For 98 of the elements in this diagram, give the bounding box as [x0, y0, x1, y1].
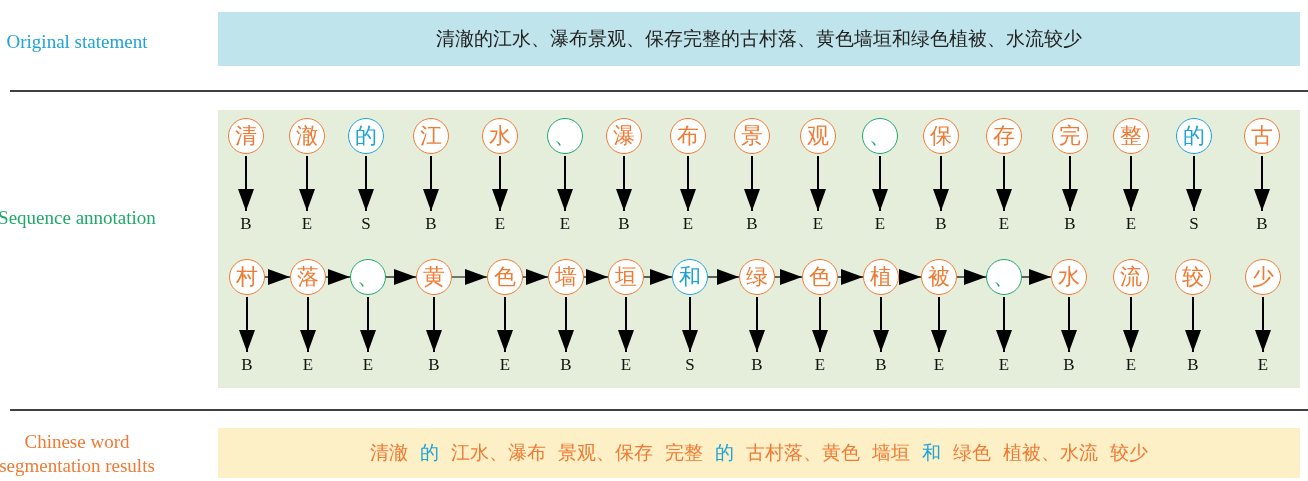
arrow	[744, 155, 760, 212]
segmented-word: 古村落、黄色	[746, 441, 860, 465]
arrow	[996, 155, 1012, 212]
tag-label: E	[808, 213, 828, 233]
arrow	[1185, 296, 1201, 353]
arrow	[996, 296, 1012, 353]
arrow	[497, 296, 513, 353]
arrow	[1255, 296, 1271, 353]
arrow	[898, 269, 922, 285]
tag-label: B	[1252, 213, 1272, 233]
arrow	[325, 269, 351, 285]
tag-label: E	[298, 354, 318, 374]
tag-label: E	[994, 354, 1014, 374]
segmented-word: 清澈	[370, 441, 408, 465]
arrow	[643, 269, 673, 285]
arrow	[358, 155, 374, 212]
arrow	[707, 269, 740, 285]
arrow	[264, 269, 291, 285]
segmented-word: 景观、保存	[558, 441, 653, 465]
segmented-word: 植被、水流	[1003, 441, 1098, 465]
arrow	[522, 269, 549, 285]
arrow	[385, 269, 417, 285]
segmented-word: 和	[922, 441, 941, 465]
tag-label: B	[1059, 354, 1079, 374]
tag-label: B	[237, 354, 257, 374]
tag-label: B	[421, 213, 441, 233]
arrow	[492, 155, 508, 212]
arrow	[451, 269, 488, 285]
segmented-word: 绿色	[953, 441, 991, 465]
tag-label: E	[678, 213, 698, 233]
arrow	[238, 155, 254, 212]
arrow	[931, 296, 947, 353]
arrow	[774, 269, 803, 285]
tag-label: E	[297, 213, 317, 233]
tag-label: E	[870, 213, 890, 233]
arrow	[872, 155, 888, 212]
arrow	[1021, 269, 1052, 285]
arrow	[956, 269, 987, 285]
arrow	[933, 155, 949, 212]
tag-label: B	[747, 354, 767, 374]
segmented-word: 江水、瀑布	[451, 441, 546, 465]
tag-label: E	[810, 354, 830, 374]
arrow	[558, 296, 574, 353]
arrow	[423, 155, 439, 212]
arrow	[1061, 296, 1077, 353]
sentence-box: 清澈的江水、瀑布景观、保存完整的古村落、黄色墙垣和绿色植被、水流较少	[218, 12, 1300, 66]
tag-label: S	[680, 354, 700, 374]
arrow	[837, 269, 864, 285]
tag-label: B	[871, 354, 891, 374]
arrow	[812, 296, 828, 353]
arrow	[300, 296, 316, 353]
arrow	[1123, 155, 1139, 212]
tag-label: E	[490, 213, 510, 233]
tag-label: S	[1184, 213, 1204, 233]
tag-label: B	[1183, 354, 1203, 374]
arrow	[682, 296, 698, 353]
arrow	[1254, 155, 1270, 212]
row-heading: Original statement	[5, 30, 149, 54]
tag-label: B	[614, 213, 634, 233]
tag-label: B	[236, 213, 256, 233]
row-heading: Sequence annotation	[0, 206, 157, 230]
tag-label: E	[1121, 213, 1141, 233]
arrow	[1123, 296, 1139, 353]
tag-label: S	[356, 213, 376, 233]
segmented-word: 完整	[665, 441, 703, 465]
arrow	[1186, 155, 1202, 212]
segmented-word: 较少	[1110, 441, 1148, 465]
tag-label: E	[929, 354, 949, 374]
arrow	[426, 296, 442, 353]
tag-label: E	[616, 354, 636, 374]
arrow	[616, 155, 632, 212]
tag-label: E	[994, 213, 1014, 233]
tag-label: B	[931, 213, 951, 233]
tag-label: E	[555, 213, 575, 233]
row-heading: Chinese word segmentation results	[0, 430, 156, 478]
tag-label: B	[742, 213, 762, 233]
tag-label: B	[424, 354, 444, 374]
arrow	[239, 296, 255, 353]
tag-label: B	[556, 354, 576, 374]
arrow	[618, 296, 634, 353]
segmented-word: 墙垣	[872, 441, 910, 465]
arrow	[873, 296, 889, 353]
tag-label: E	[1253, 354, 1273, 374]
arrow	[299, 155, 315, 212]
segmented-word: 的	[420, 441, 439, 465]
arrow	[557, 155, 573, 212]
tag-label: B	[1060, 213, 1080, 233]
arrow	[749, 296, 765, 353]
segmented-word: 的	[715, 441, 734, 465]
tag-label: E	[1121, 354, 1141, 374]
tag-label: E	[495, 354, 515, 374]
arrow	[680, 155, 696, 212]
arrow	[810, 155, 826, 212]
arrow	[1062, 155, 1078, 212]
tag-label: E	[358, 354, 378, 374]
arrow	[583, 269, 609, 285]
segmentation-box	[218, 428, 1300, 478]
arrow	[360, 296, 376, 353]
